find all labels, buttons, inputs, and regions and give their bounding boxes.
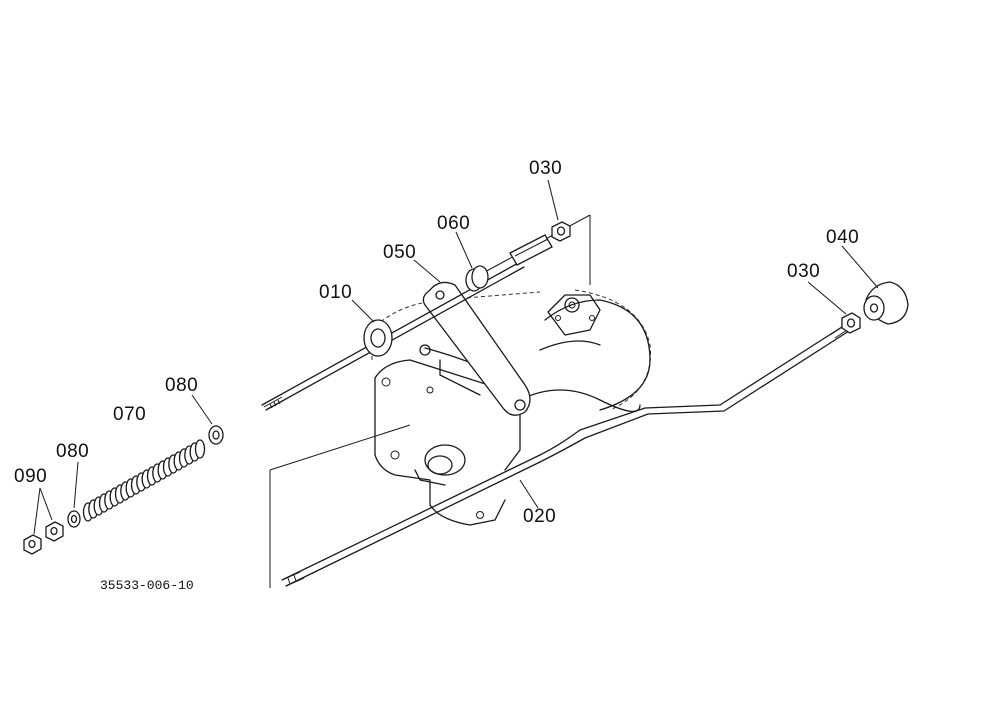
actuator-housing — [371, 289, 651, 526]
bracket-050 — [419, 281, 531, 416]
label-060: 060 — [437, 213, 471, 234]
nut-030-upper — [551, 221, 571, 242]
nut-030-lower — [841, 312, 861, 334]
label-090: 090 — [14, 466, 48, 487]
spring-070 — [82, 439, 206, 522]
label-020: 020 — [523, 506, 557, 527]
label-010: 010 — [319, 282, 353, 303]
nuts-090 — [23, 521, 64, 555]
bushing-060 — [465, 265, 489, 292]
washer-080-upper — [208, 425, 224, 445]
label-050: 050 — [383, 242, 417, 263]
spring-coil — [194, 439, 206, 459]
label-080-upper: 080 — [165, 375, 199, 396]
washer-080-lower — [67, 510, 81, 528]
leader-lines — [33, 179, 879, 535]
knob-040 — [863, 281, 909, 325]
rod-020 — [281, 321, 854, 587]
rod-connector — [509, 234, 553, 266]
label-040: 040 — [826, 227, 860, 248]
label-030-upper: 030 — [529, 158, 563, 179]
label-080-lower: 080 — [56, 441, 90, 462]
washer-010 — [363, 319, 393, 357]
guide-frame — [269, 214, 591, 588]
label-030-lower: 030 — [787, 261, 821, 282]
drawing-code: 35533-006-10 — [100, 578, 194, 593]
label-070: 070 — [113, 404, 147, 425]
